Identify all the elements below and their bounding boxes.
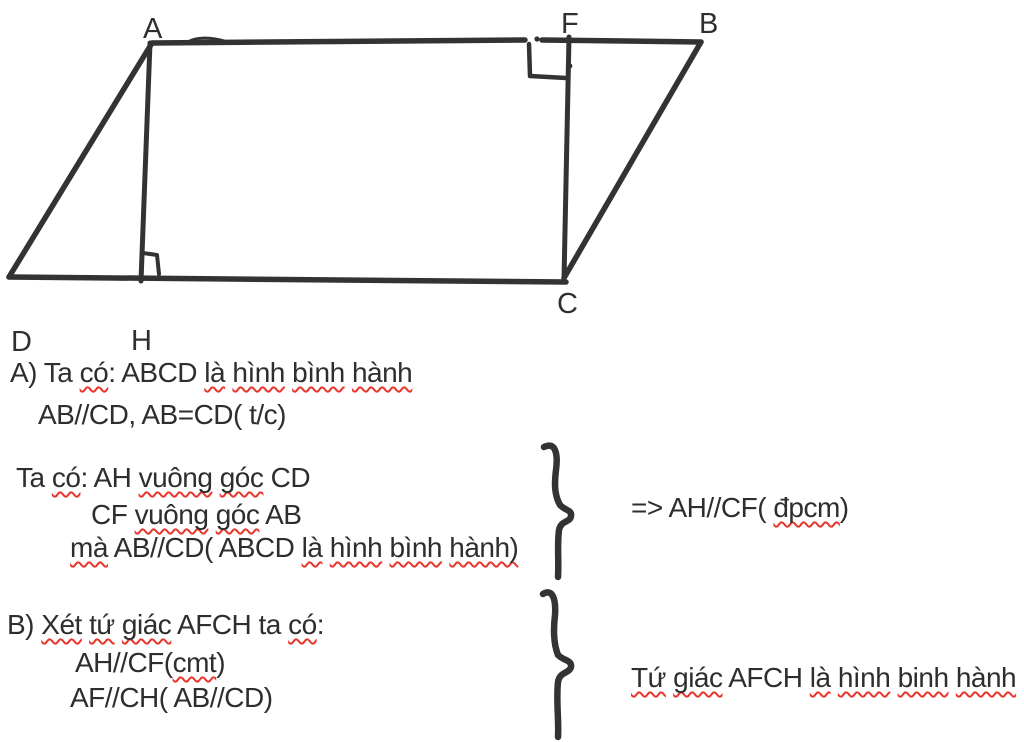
misspelled-word: là [809,662,831,693]
misspelled-word: giác [121,609,172,640]
vertex-label-h: H [131,325,152,357]
edge-bc [561,39,704,281]
text-segment: AH//CF( [75,647,173,678]
pen-dot-fc [567,63,573,69]
text-segment [345,357,352,388]
misspelled-word: mà [70,532,108,563]
misspelled-word: hình [232,357,285,388]
text-segment [890,662,897,693]
text-segment [82,609,89,640]
text-segment: ) [216,647,226,678]
vertex-label-c: C [557,288,578,320]
text-segment [115,609,122,640]
misspelled-word: Tứ [631,662,666,693]
altitude-fc [561,34,572,283]
vertex-label-d: D [11,326,32,358]
misspelled-word: là [301,532,323,563]
text-segment: AF//CH( AB//CD) [70,682,273,713]
misspelled-word: hành [351,357,413,388]
edge-dc [6,274,569,285]
misspelled-word: hành) [449,532,519,563]
misspelled-word: vuông [134,499,209,530]
misspelled-word: tứ [89,609,115,640]
text-segment: : AH [80,462,139,493]
text-segment: CD [263,462,311,493]
text-segment: AFCH ta [171,609,289,640]
edge-ab [149,37,704,46]
given-cf-perp-ab: CF vuông góc AB [91,499,302,531]
misspelled-word: binh [897,662,949,693]
statement-af-parallel-ch: AF//CH( AB//CD) [70,682,273,714]
vertex-label-f: F [561,8,579,40]
misspelled-word: có [79,357,109,388]
misspelled-word: hình [837,662,891,693]
given-ab-parallel-cd: mà AB//CD( ABCD là hình bình hành) [70,532,519,564]
misspelled-word: có [51,462,81,493]
text-segment [322,532,329,563]
text-segment: CF [91,499,135,530]
text-segment [831,662,838,693]
statement-ah-parallel-cf: AH//CF(cmt) [75,647,226,679]
text-segment: : [316,609,325,640]
right-angle-mark-f [526,41,569,81]
given-ah-perp-cd: Ta có: AH vuông góc CD [16,462,311,494]
text-segment: ) [839,492,849,523]
text-segment: A) Ta [10,357,80,388]
tick-mark-ab [186,36,226,44]
text-segment: : ABCD [108,357,205,388]
text-segment [208,499,215,530]
solution-b-header: B) Xét tứ giác AFCH ta có: [7,609,325,641]
vertex-label-b: B [699,8,718,40]
misspelled-word: góc [215,499,260,530]
misspelled-word: góc [219,462,264,493]
misspelled-word: cmt [172,647,217,678]
right-angle-mark-h [141,251,161,276]
text-segment: B) [7,609,42,640]
misspelled-word: vuông [138,462,213,493]
conclusion-afch-parallelogram: Tứ giác AFCH là hình binh hành [631,662,1017,694]
misspelled-word: bình [389,532,442,563]
misspelled-word: giác [673,662,723,693]
conclusion-ah-parallel-cf: => AH//CF( đpcm) [631,492,849,524]
text-segment: AB//CD( ABCD [107,532,302,563]
solution-a-header: A) Ta có: ABCD là hình bình hành [10,357,413,389]
vertex-label-a: A [143,13,163,45]
misspelled-word: có [288,609,317,640]
misspelled-word: bình [292,357,345,388]
misspelled-word: hành [955,662,1017,693]
text-segment: AB//CD, AB=CD( t/c) [38,399,287,430]
text-segment: AFCH [722,662,810,693]
solution-a-property: AB//CD, AB=CD( t/c) [38,399,287,431]
brace-part-a [540,442,575,581]
pen-dot-ab [534,36,540,42]
text-segment [212,462,219,493]
edge-da [6,40,155,280]
misspelled-word: là [204,357,226,388]
text-segment [949,662,956,693]
altitude-ah [138,40,153,284]
misspelled-word: Xét [41,609,82,640]
text-segment: AB [259,499,302,530]
brace-part-b [539,589,575,741]
text-segment: => AH//CF( [631,492,774,523]
misspelled-word: đpcm [773,492,840,523]
misspelled-word: hình [329,532,383,563]
text-segment: Ta [16,462,52,493]
